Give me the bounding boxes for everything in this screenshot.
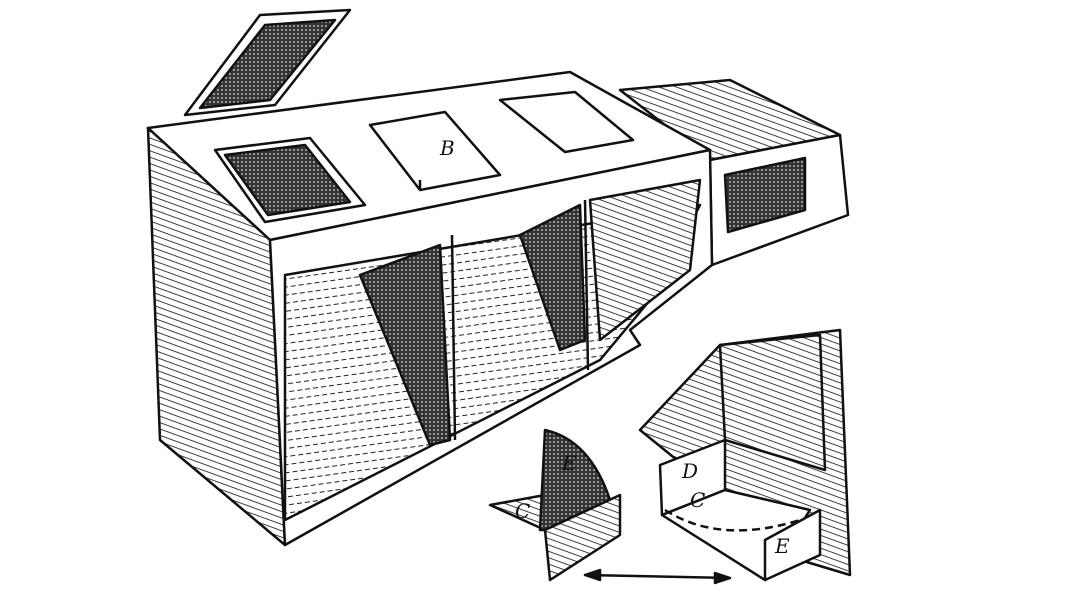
label-b: B <box>439 136 455 160</box>
arrow-head-right <box>713 571 732 585</box>
detail-part <box>488 428 622 582</box>
lid-b <box>368 110 502 192</box>
lid-right <box>498 90 635 154</box>
label-e-part: E <box>561 451 577 475</box>
label-c-drawer: C <box>690 488 705 512</box>
open-lid <box>183 8 352 117</box>
frame-opening <box>213 136 367 224</box>
arrow-head-left <box>583 568 602 582</box>
label-c-part: C <box>515 499 530 523</box>
drawer-detail <box>638 328 852 582</box>
label-e-drawer: E <box>774 534 790 558</box>
label-d-drawer: D <box>681 459 698 483</box>
direction-arrow <box>584 573 731 580</box>
hive-box <box>146 70 714 547</box>
rear-extension <box>618 78 850 267</box>
